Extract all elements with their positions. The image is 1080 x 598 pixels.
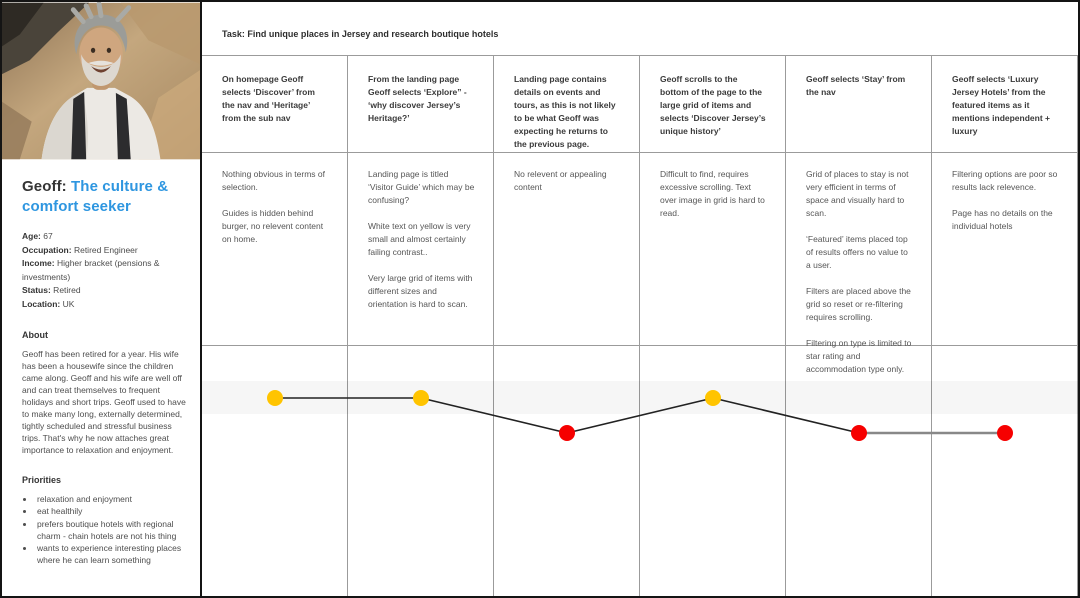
journey-column-4: Geoff scrolls to the bottom of the page … <box>640 56 786 596</box>
persona-name: Geoff: <box>22 178 67 195</box>
note: White text on yellow is very small and a… <box>368 221 471 257</box>
note: Grid of places to stay is not very effic… <box>806 169 909 218</box>
chart-space <box>348 346 493 596</box>
journey-column-6: Geoff selects ‘Luxury Jersey Hotels’ fro… <box>932 56 1078 596</box>
detail-income: Income: Higher bracket (pensions & inves… <box>22 258 160 282</box>
about-text: Geoff has been retired for a year. His w… <box>22 349 186 455</box>
note: Landing page is titled ‘Visitor Guide’ w… <box>368 169 475 205</box>
step-notes: Grid of places to stay is not very effic… <box>786 153 931 374</box>
chart-space <box>932 346 1077 596</box>
chart-space <box>786 346 931 596</box>
step-action: On homepage Geoff selects ‘Discover’ fro… <box>202 56 347 153</box>
step-action: Landing page contains details on events … <box>494 56 639 153</box>
note: Very large grid of items with different … <box>368 273 473 309</box>
chart-space <box>202 346 347 596</box>
journey-column-1: On homepage Geoff selects ‘Discover’ fro… <box>202 56 348 596</box>
journey-column-5: Geoff selects ‘Stay’ from the nav Grid o… <box>786 56 932 596</box>
note: No relevent or appealing content <box>514 169 607 192</box>
priorities-list: relaxation and enjoyment eat healthily p… <box>35 493 186 567</box>
priority-item: prefers boutique hotels with regional ch… <box>35 518 186 543</box>
step-action: Geoff selects ‘Luxury Jersey Hotels’ fro… <box>932 56 1077 153</box>
step-notes: Nothing obvious in terms of selection. G… <box>202 153 347 346</box>
persona-sidebar: Geoff: The culture & comfort seeker Age:… <box>2 2 202 596</box>
step-notes: No relevent or appealing content <box>494 153 639 346</box>
task-bar: Task: Find unique places in Jersey and r… <box>202 2 1078 56</box>
persona-photo <box>2 2 200 160</box>
persona-descriptor: The culture & comfort seeker <box>22 178 169 215</box>
detail-occupation: Occupation: Retired Engineer <box>22 244 138 255</box>
step-action: Geoff scrolls to the bottom of the page … <box>640 56 785 153</box>
note: Filtering on type is limited to star rat… <box>806 338 912 374</box>
step-action: Geoff selects ‘Stay’ from the nav <box>786 56 931 153</box>
note: Filtering options are poor so results la… <box>952 169 1058 192</box>
journey-column-2: From the landing page Geoff selects ‘Exp… <box>348 56 494 596</box>
step-notes: Landing page is titled ‘Visitor Guide’ w… <box>348 153 493 346</box>
persona-title: Geoff: The culture & comfort seeker <box>22 177 186 217</box>
note: Difficult to find, requires excessive sc… <box>660 169 765 218</box>
journey-main: Task: Find unique places in Jersey and r… <box>202 2 1078 596</box>
journey-columns: On homepage Geoff selects ‘Discover’ fro… <box>202 56 1078 596</box>
step-notes: Filtering options are poor so results la… <box>932 153 1077 346</box>
persona-details: Age: 67 Occupation: Retired Engineer Inc… <box>22 230 186 311</box>
note: Nothing obvious in terms of selection. <box>222 169 325 192</box>
priority-item: eat healthily <box>35 505 186 517</box>
note: Page has no details on the individual ho… <box>952 208 1053 231</box>
step-action: From the landing page Geoff selects ‘Exp… <box>348 56 493 153</box>
detail-location: Location: UK <box>22 298 75 309</box>
chart-space <box>494 346 639 596</box>
chart-space <box>640 346 785 596</box>
priority-item: wants to experience interesting places w… <box>35 542 186 567</box>
note: Filters are placed above the grid so res… <box>806 286 911 322</box>
step-notes: Difficult to find, requires excessive sc… <box>640 153 785 346</box>
journey-column-3: Landing page contains details on events … <box>494 56 640 596</box>
detail-status: Status: Retired <box>22 285 81 295</box>
about-heading: About <box>22 330 48 340</box>
note: ‘Featured’ items placed top of results o… <box>806 234 908 270</box>
note: Guides is hidden behind burger, no relev… <box>222 208 324 244</box>
task-label: Task: Find unique places in Jersey and r… <box>222 29 499 39</box>
priorities-heading: Priorities <box>22 475 62 485</box>
detail-age: Age: 67 <box>22 231 53 241</box>
priority-item: relaxation and enjoyment <box>35 493 186 505</box>
